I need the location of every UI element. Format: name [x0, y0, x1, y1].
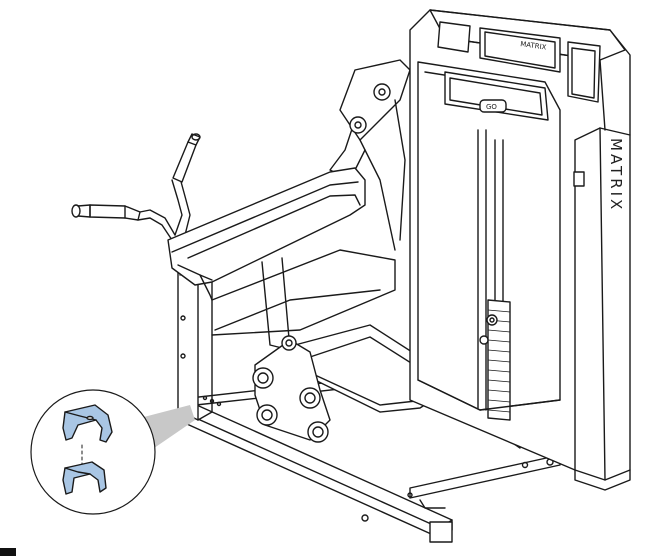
handle-bars	[71, 133, 201, 241]
callout-magnifier	[30, 389, 156, 515]
bracket-part-upper	[62, 404, 113, 443]
pivot-arm	[329, 59, 411, 251]
bracket-part-lower	[62, 461, 107, 495]
brand-vertical: MATRIX	[607, 138, 625, 212]
left-side-frame	[177, 249, 396, 421]
weight-tower	[409, 9, 631, 491]
corner-mark	[0, 548, 16, 556]
linkage-pulleys	[252, 335, 331, 443]
back-pad	[167, 167, 366, 351]
brand-top: MATRIX	[520, 40, 547, 52]
panel-logo: GO	[486, 103, 497, 111]
